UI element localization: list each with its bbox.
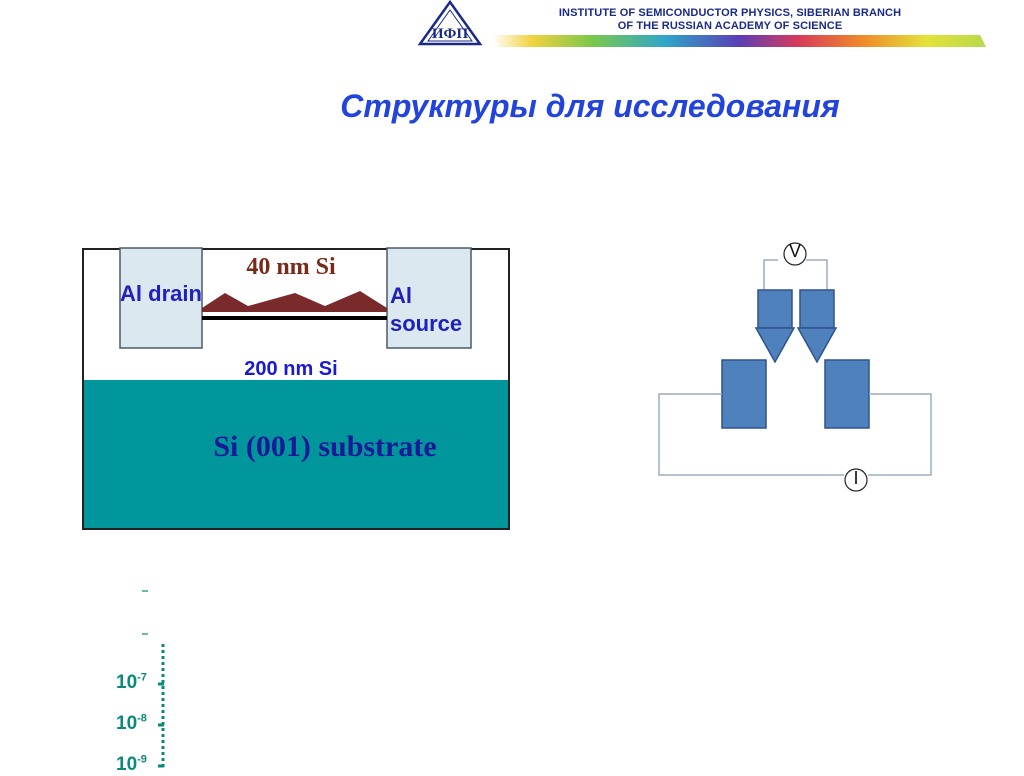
voltmeter-wire-left — [763, 259, 778, 292]
middle-layer-label: 200 nm Si — [244, 358, 338, 380]
axis-fragment — [142, 590, 165, 768]
voltage-probe-right-tip — [796, 327, 838, 364]
substrate-label: Si (001) substrate — [213, 430, 437, 463]
top-layer-label: 40 nm Si — [246, 254, 336, 280]
current-pad-right — [824, 359, 870, 429]
ammeter-icon — [844, 468, 868, 492]
substrate-layer — [84, 380, 508, 528]
si-40nm-layer — [202, 291, 387, 312]
y-tick-label: 10-7 — [116, 671, 147, 693]
voltmeter-label: V — [788, 241, 801, 261]
voltmeter-icon — [783, 242, 807, 266]
source-contact — [386, 247, 472, 349]
four-probe-circuit — [658, 242, 932, 492]
voltage-probe-left — [757, 289, 793, 329]
institute-logo: ИФП — [417, 0, 483, 46]
logo-text: ИФП — [432, 26, 469, 42]
ammeter-label: I — [853, 468, 859, 488]
source-label: Al source — [390, 283, 463, 336]
oxide-line — [202, 316, 387, 320]
y-tick-label: 10-8 — [116, 712, 147, 734]
voltage-probe-left-tip — [754, 327, 796, 364]
drain-label: Al drain — [120, 281, 202, 306]
y-tick-label: 10-9 — [116, 753, 147, 775]
current-wire-right — [868, 393, 932, 476]
device-cross-section — [82, 247, 510, 530]
current-pad-left — [721, 359, 767, 429]
rainbow-stripe — [492, 35, 986, 47]
institute-name-line2: OF THE RUSSIAN ACADEMY OF SCIENCE — [617, 20, 843, 32]
drain-contact — [119, 247, 203, 349]
current-wire-left — [658, 393, 844, 476]
voltage-probe-right — [799, 289, 835, 329]
voltmeter-wire-right — [806, 259, 828, 292]
slide-title: Структуры для исследования — [340, 88, 840, 124]
institute-name-line1: INSTITUTE OF SEMICONDUCTOR PHYSICS, SIBE… — [558, 7, 902, 19]
